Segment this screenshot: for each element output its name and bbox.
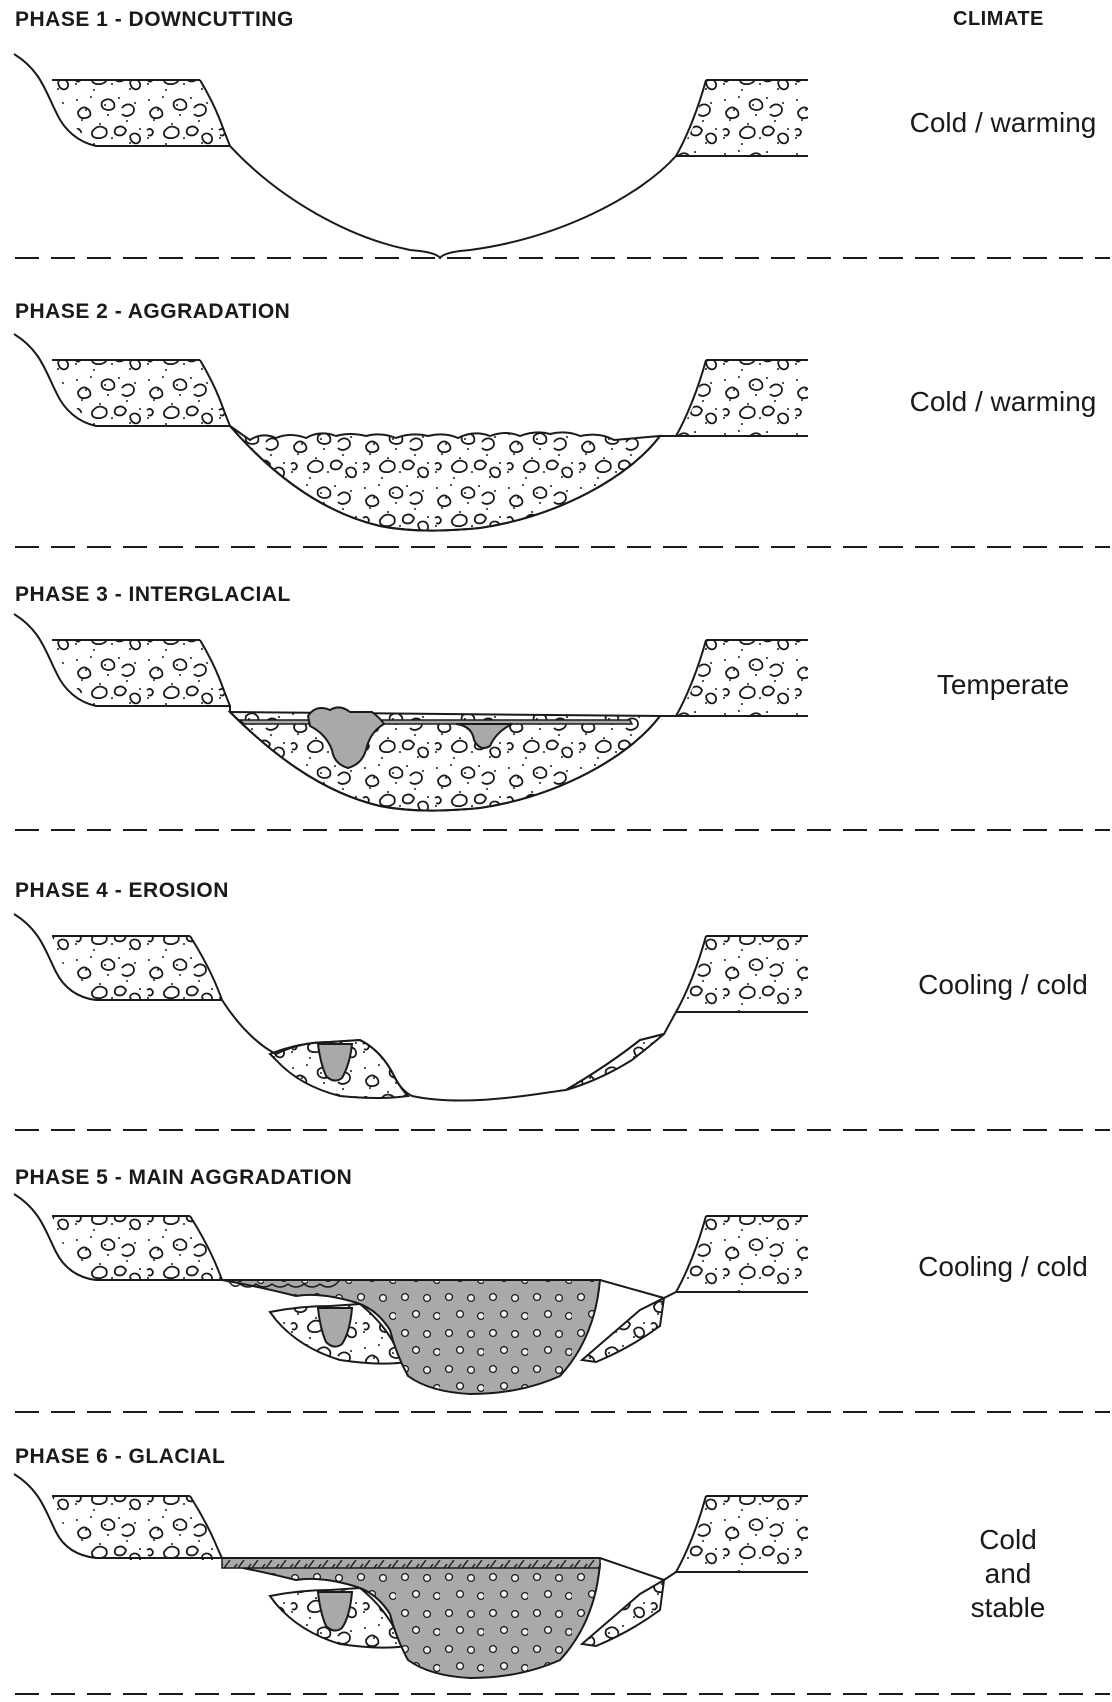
phase-5-cross-section bbox=[0, 1180, 840, 1420]
phase-1-cross-section bbox=[0, 40, 840, 280]
climate-column-header: CLIMATE bbox=[953, 8, 1044, 31]
phase-6-separator bbox=[15, 1692, 1110, 1696]
phase-1-title: PHASE 1 - DOWNCUTTING bbox=[15, 8, 294, 32]
phase-3-separator bbox=[15, 828, 1110, 832]
phase-5-separator bbox=[15, 1410, 1110, 1414]
phase-5-climate-line: Cooling / cold bbox=[883, 1250, 1112, 1284]
phase-2-cross-section bbox=[0, 320, 840, 560]
phase-3-climate-line: Temperate bbox=[883, 668, 1112, 702]
phase-6-climate-line-3: stable bbox=[888, 1591, 1112, 1625]
phase-4-separator bbox=[15, 1128, 1110, 1132]
phase-6-climate: Cold and stable bbox=[888, 1523, 1112, 1625]
phase-2-climate: Cold / warming bbox=[883, 385, 1112, 419]
phase-1-climate: Cold / warming bbox=[883, 106, 1112, 140]
phase-3-climate: Temperate bbox=[883, 668, 1112, 702]
phase-4-cross-section bbox=[0, 900, 840, 1140]
phase-5-climate: Cooling / cold bbox=[883, 1250, 1112, 1284]
phase-4-climate: Cooling / cold bbox=[883, 968, 1112, 1002]
phase-4-climate-line: Cooling / cold bbox=[883, 968, 1112, 1002]
phase-6-climate-line-1: Cold bbox=[888, 1523, 1112, 1557]
phase-6-climate-line-2: and bbox=[888, 1557, 1112, 1591]
phase-6-cross-section bbox=[0, 1460, 840, 1700]
phase-2-separator bbox=[15, 545, 1110, 549]
phase-2-climate-line: Cold / warming bbox=[883, 385, 1112, 419]
phase-1-separator bbox=[15, 256, 1110, 260]
phase-3-cross-section bbox=[0, 600, 840, 840]
phase-1-climate-line: Cold / warming bbox=[883, 106, 1112, 140]
